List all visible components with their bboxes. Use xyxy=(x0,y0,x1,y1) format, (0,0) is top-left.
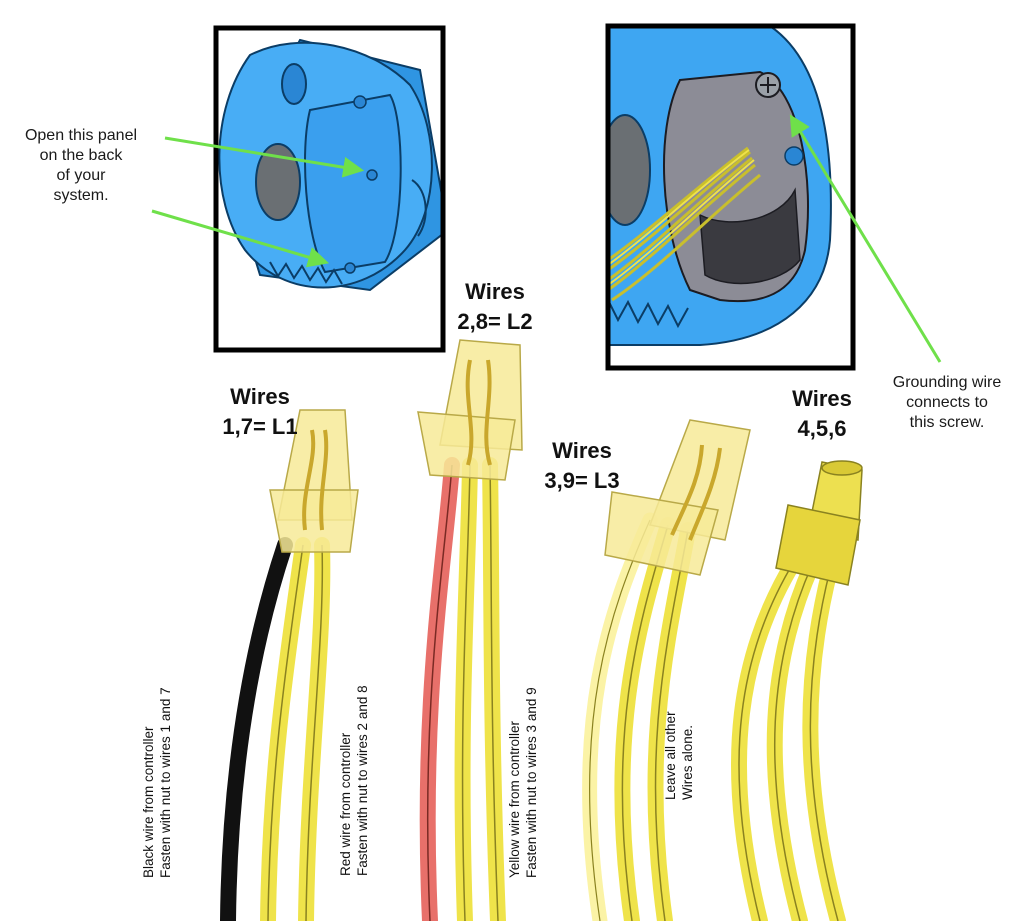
group-title: Wires xyxy=(552,438,612,463)
pointer-arrows xyxy=(151,114,942,363)
group-title: Wires xyxy=(230,384,290,409)
note-line: Fasten with nut to wires 1 and 7 xyxy=(158,687,173,878)
grounding-callout: Grounding wire connects to this screw. xyxy=(872,373,1022,433)
group-title: Wires xyxy=(792,386,852,411)
arrow-to-ground-screw xyxy=(789,114,942,363)
note-unused: Leave all other Wires alone. xyxy=(662,711,696,800)
wire-bundle-l2 xyxy=(417,339,523,921)
group-label-l3: Wires 3,9= L3 xyxy=(522,436,642,496)
group-label-l1: Wires 1,7= L1 xyxy=(200,382,320,442)
callout-line: this screw. xyxy=(909,414,985,431)
group-label-l2: Wires 2,8= L2 xyxy=(435,277,555,337)
note-l3: Yellow wire from controller Fasten with … xyxy=(506,687,540,878)
group-label-unused: Wires 4,5,6 xyxy=(762,384,882,444)
note-line: Leave all other xyxy=(663,711,678,800)
motor-back-illustration xyxy=(213,25,446,353)
wire-bundle-l1 xyxy=(220,409,359,921)
note-line: Yellow wire from controller xyxy=(507,720,522,878)
wire-bundle-unused xyxy=(730,460,863,921)
note-line: Red wire from controller xyxy=(338,732,353,876)
arrow-to-panel-top xyxy=(164,136,365,178)
motor-open-panel-illustration xyxy=(605,23,856,371)
callout-line: connects to xyxy=(906,394,988,411)
callout-line: Open this panel xyxy=(24,127,138,144)
wire-bundle-l3 xyxy=(582,419,751,921)
group-value: 1,7= L1 xyxy=(222,414,298,439)
callout-line: Grounding wire xyxy=(892,374,1002,391)
group-value: 4,5,6 xyxy=(797,416,847,441)
callout-line: system. xyxy=(53,187,109,204)
note-line: Fasten with nut to wires 3 and 9 xyxy=(524,687,539,878)
callout-line: on the back xyxy=(39,147,123,164)
note-line: Black wire from controller xyxy=(141,726,156,878)
arrow-to-panel-bottom xyxy=(151,209,330,268)
note-l2: Red wire from controller Fasten with nut… xyxy=(337,685,371,876)
open-panel-callout: Open this panel on the back of your syst… xyxy=(6,126,156,206)
callout-line: of your xyxy=(56,167,106,184)
group-value: 3,9= L3 xyxy=(544,468,620,493)
group-title: Wires xyxy=(465,279,525,304)
note-line: Fasten with nut to wires 2 and 8 xyxy=(355,685,370,876)
group-value: 2,8= L2 xyxy=(457,309,533,334)
note-line: Wires alone. xyxy=(680,724,695,800)
note-l1: Black wire from controller Fasten with n… xyxy=(140,687,174,878)
